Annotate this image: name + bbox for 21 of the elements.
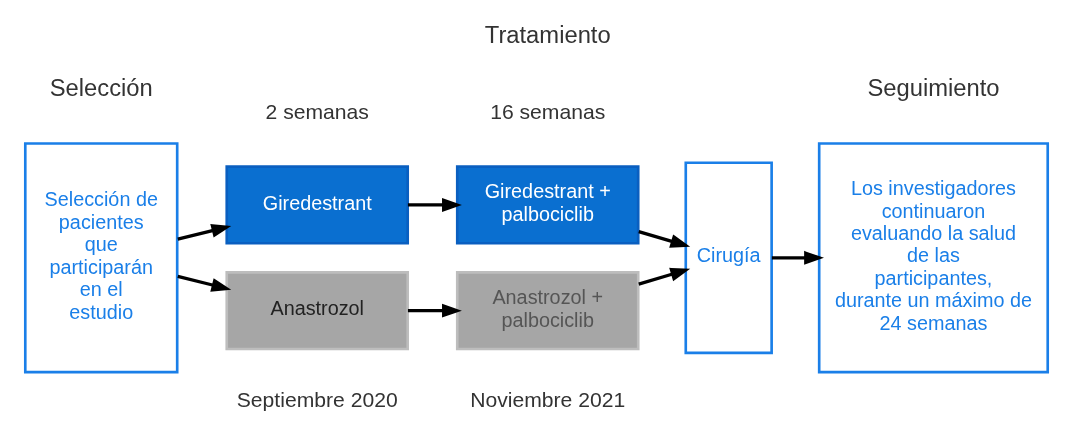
arrow [407,198,462,212]
node-box: Los investigadores continuaron evaluando la salud de las participantes, durante un máximo de 24 semanas [817,142,1049,374]
label: Selección [49,73,153,101]
node-box: Selección de pacientes que participarán en el estudio [23,142,178,374]
arrow [176,223,231,241]
arrow [637,267,690,286]
arrow [407,303,462,318]
label: Seguimiento [866,73,1000,101]
node-box: Giredestrant [224,165,409,245]
node-box: Giredestrant + palbociclib [455,165,640,245]
arrow [637,229,690,248]
label: Noviembre 2021 [469,387,625,411]
label: 16 semanas [489,99,605,123]
node-box: Cirugía [683,161,773,355]
label: Septiembre 2020 [236,387,398,411]
label: 2 semanas [265,99,369,123]
arrow [771,250,824,265]
label: Tratamiento [484,21,611,49]
node-box: Anastrozol [224,271,409,351]
node-box: Anastrozol + palbociclib [455,271,640,351]
arrow [176,274,231,292]
